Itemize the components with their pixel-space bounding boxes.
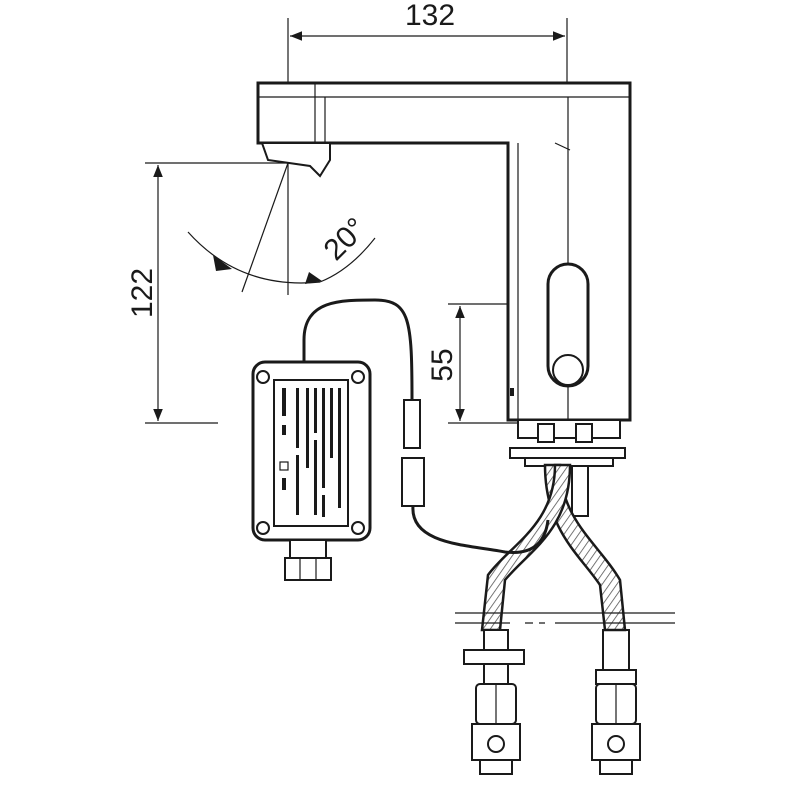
dimension-width: 132 [287, 0, 568, 85]
base-nut-left [537, 423, 555, 443]
label-symbol [279, 461, 289, 471]
plug-connector [403, 399, 421, 449]
sensor-height-label: 55 [426, 348, 459, 381]
faucet-body [256, 81, 632, 422]
nut-right [595, 669, 637, 685]
aerator [260, 142, 331, 178]
hose-ferrule-left [483, 629, 509, 651]
valve-outlet-right [599, 759, 633, 775]
base-plate [517, 419, 621, 439]
angle-label: 20° [318, 212, 373, 267]
countertop [455, 612, 675, 624]
angle-arrow-right [305, 272, 322, 284]
box-screw-tr [351, 370, 365, 384]
hose-left [480, 463, 572, 632]
valve-screw-right [607, 735, 625, 753]
threaded-rod [571, 465, 589, 517]
socket-connector [401, 457, 425, 507]
control-box-label [273, 379, 349, 527]
valve-left [463, 629, 525, 775]
label-lines [279, 388, 341, 517]
coupling-left [483, 663, 509, 685]
power-cable [302, 298, 550, 555]
dimension-sensor-height: 55 [426, 303, 520, 424]
box-screw-tl [256, 370, 270, 384]
valve-screw-left [487, 735, 505, 753]
valve-outlet-left [479, 759, 513, 775]
box-screw-bl [256, 521, 270, 535]
led-indicator [510, 388, 514, 396]
valve-right [591, 629, 641, 775]
nut-left [463, 649, 525, 665]
cable-gland-nut [284, 557, 332, 581]
control-box [251, 360, 372, 581]
height-label: 122 [126, 268, 159, 318]
base-nut-right [575, 423, 593, 443]
angle-arrow-left [213, 255, 232, 271]
width-label: 132 [405, 0, 455, 32]
angle-arc-right [319, 237, 376, 283]
dimension-angle: 20° [187, 150, 376, 295]
hose-ferrule-right [602, 629, 630, 671]
angle-arc-left [187, 231, 321, 284]
faucet-outline [256, 81, 632, 422]
box-screw-br [351, 521, 365, 535]
dimension-height: 122 [126, 162, 290, 424]
sensor-eye [552, 354, 584, 386]
mounting-washer [509, 447, 626, 459]
flex-hoses [480, 463, 627, 632]
spout-axis-angled [241, 162, 289, 293]
